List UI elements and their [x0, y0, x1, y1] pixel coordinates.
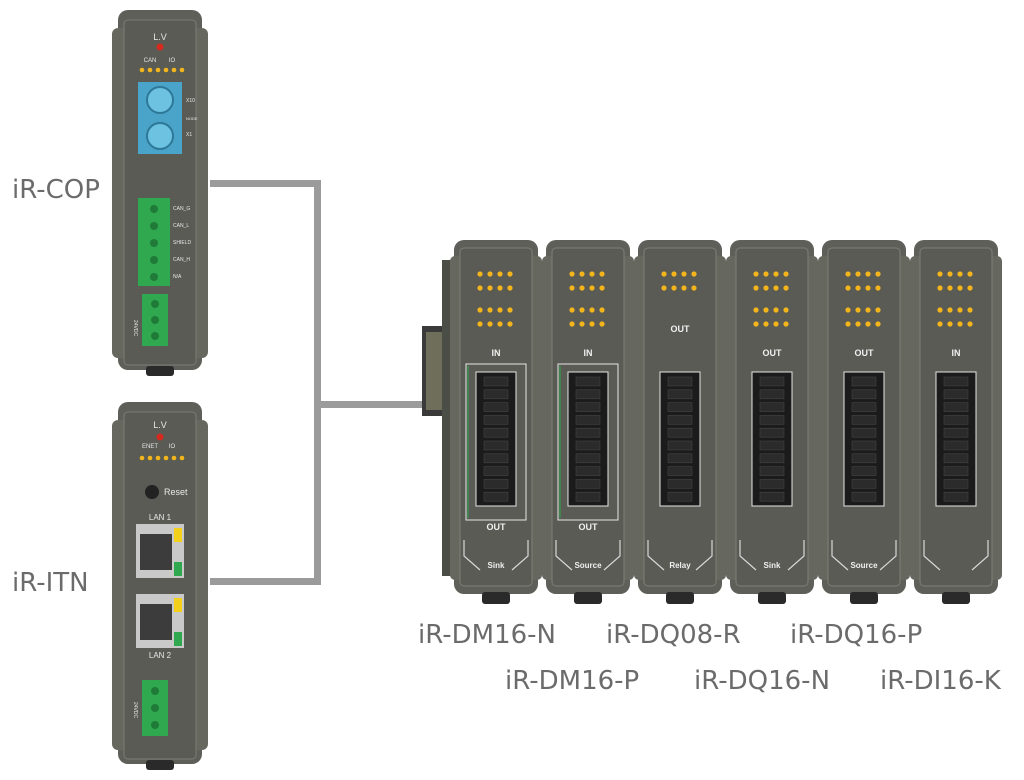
svg-text:CAN: CAN: [144, 58, 157, 64]
label-ir-dm16-n: iR-DM16-N: [418, 620, 556, 650]
svg-text:CAN_G: CAN_G: [173, 206, 190, 212]
label-ir-dq16-n: iR-DQ16-N: [694, 666, 831, 696]
svg-text:IN: IN: [952, 348, 961, 358]
rotary-dial-x1: [146, 122, 174, 150]
rack-module-di16-k: IN: [910, 240, 1002, 604]
svg-text:X1: X1: [186, 132, 192, 138]
svg-text:Source: Source: [574, 561, 602, 570]
label-ir-di16-k: iR-DI16-K: [880, 666, 1001, 696]
label-ir-dq08-r: iR-DQ08-R: [606, 620, 741, 650]
svg-text:ENET: ENET: [142, 444, 158, 450]
ir-itn-module: L.V ENET IO Reset LAN 1 LAN 2 24VDC: [112, 402, 208, 770]
rack-module-dq16-n: OUT Sink: [726, 240, 818, 604]
svg-text:OUT: OUT: [579, 522, 599, 532]
itn-lv-led: [156, 433, 164, 441]
svg-text:LAN 2: LAN 2: [149, 651, 172, 660]
svg-text:N/A: N/A: [173, 274, 182, 280]
label-ir-cop: iR-COP: [12, 175, 100, 205]
svg-text:L.V: L.V: [153, 420, 167, 430]
svg-text:LAN 1: LAN 1: [149, 513, 172, 522]
svg-text:Sink: Sink: [488, 561, 505, 570]
svg-text:IO: IO: [169, 58, 176, 64]
rotary-dial-x10: [146, 86, 174, 114]
svg-text:Reset: Reset: [164, 487, 188, 497]
svg-text:Relay: Relay: [669, 561, 691, 570]
wire-cop-horizontal: [210, 180, 320, 187]
rack-module-dm16-n: IN OUT Sink: [450, 240, 542, 604]
label-ir-dq16-p: iR-DQ16-P: [790, 620, 923, 650]
cop-lv-label: L.V: [153, 32, 167, 42]
svg-text:24VDC: 24VDC: [132, 702, 138, 719]
label-ir-itn: iR-ITN: [12, 568, 89, 598]
svg-text:OUT: OUT: [763, 348, 783, 358]
svg-text:OUT: OUT: [855, 348, 875, 358]
cop-lv-led: [156, 43, 164, 51]
svg-text:CAN_H: CAN_H: [173, 257, 190, 263]
svg-text:OUT: OUT: [487, 522, 507, 532]
svg-text:24VDC: 24VDC: [132, 320, 138, 337]
svg-text:IN: IN: [492, 348, 501, 358]
svg-text:IO: IO: [169, 444, 176, 450]
label-ir-dm16-p: iR-DM16-P: [505, 666, 640, 696]
wire-itn-horizontal: [210, 578, 320, 585]
wire-to-rack: [314, 401, 440, 408]
svg-text:OUT: OUT: [671, 324, 691, 334]
svg-text:IN: IN: [584, 348, 593, 358]
svg-text:CAN_L: CAN_L: [173, 223, 189, 229]
expansion-rack: IN OUT Sink IN OUT Source OUT Relay OUT Sink OUT So…: [422, 240, 1002, 604]
svg-text:Source: Source: [850, 561, 878, 570]
reset-button: [145, 485, 159, 499]
svg-text:NODE: NODE: [186, 116, 198, 121]
rack-module-dq16-p: OUT Source: [818, 240, 910, 604]
svg-text:X10: X10: [186, 98, 195, 104]
svg-text:Sink: Sink: [764, 561, 781, 570]
svg-text:SHIELD: SHIELD: [173, 240, 191, 246]
ir-cop-module: L.V CAN IO X10 NODE X1 CAN_G CAN_L SHIEL…: [112, 10, 208, 376]
rack-module-dm16-p: IN OUT Source: [542, 240, 634, 604]
rack-module-dq08-r: OUT Relay: [634, 240, 726, 604]
wire-vertical: [314, 180, 321, 585]
